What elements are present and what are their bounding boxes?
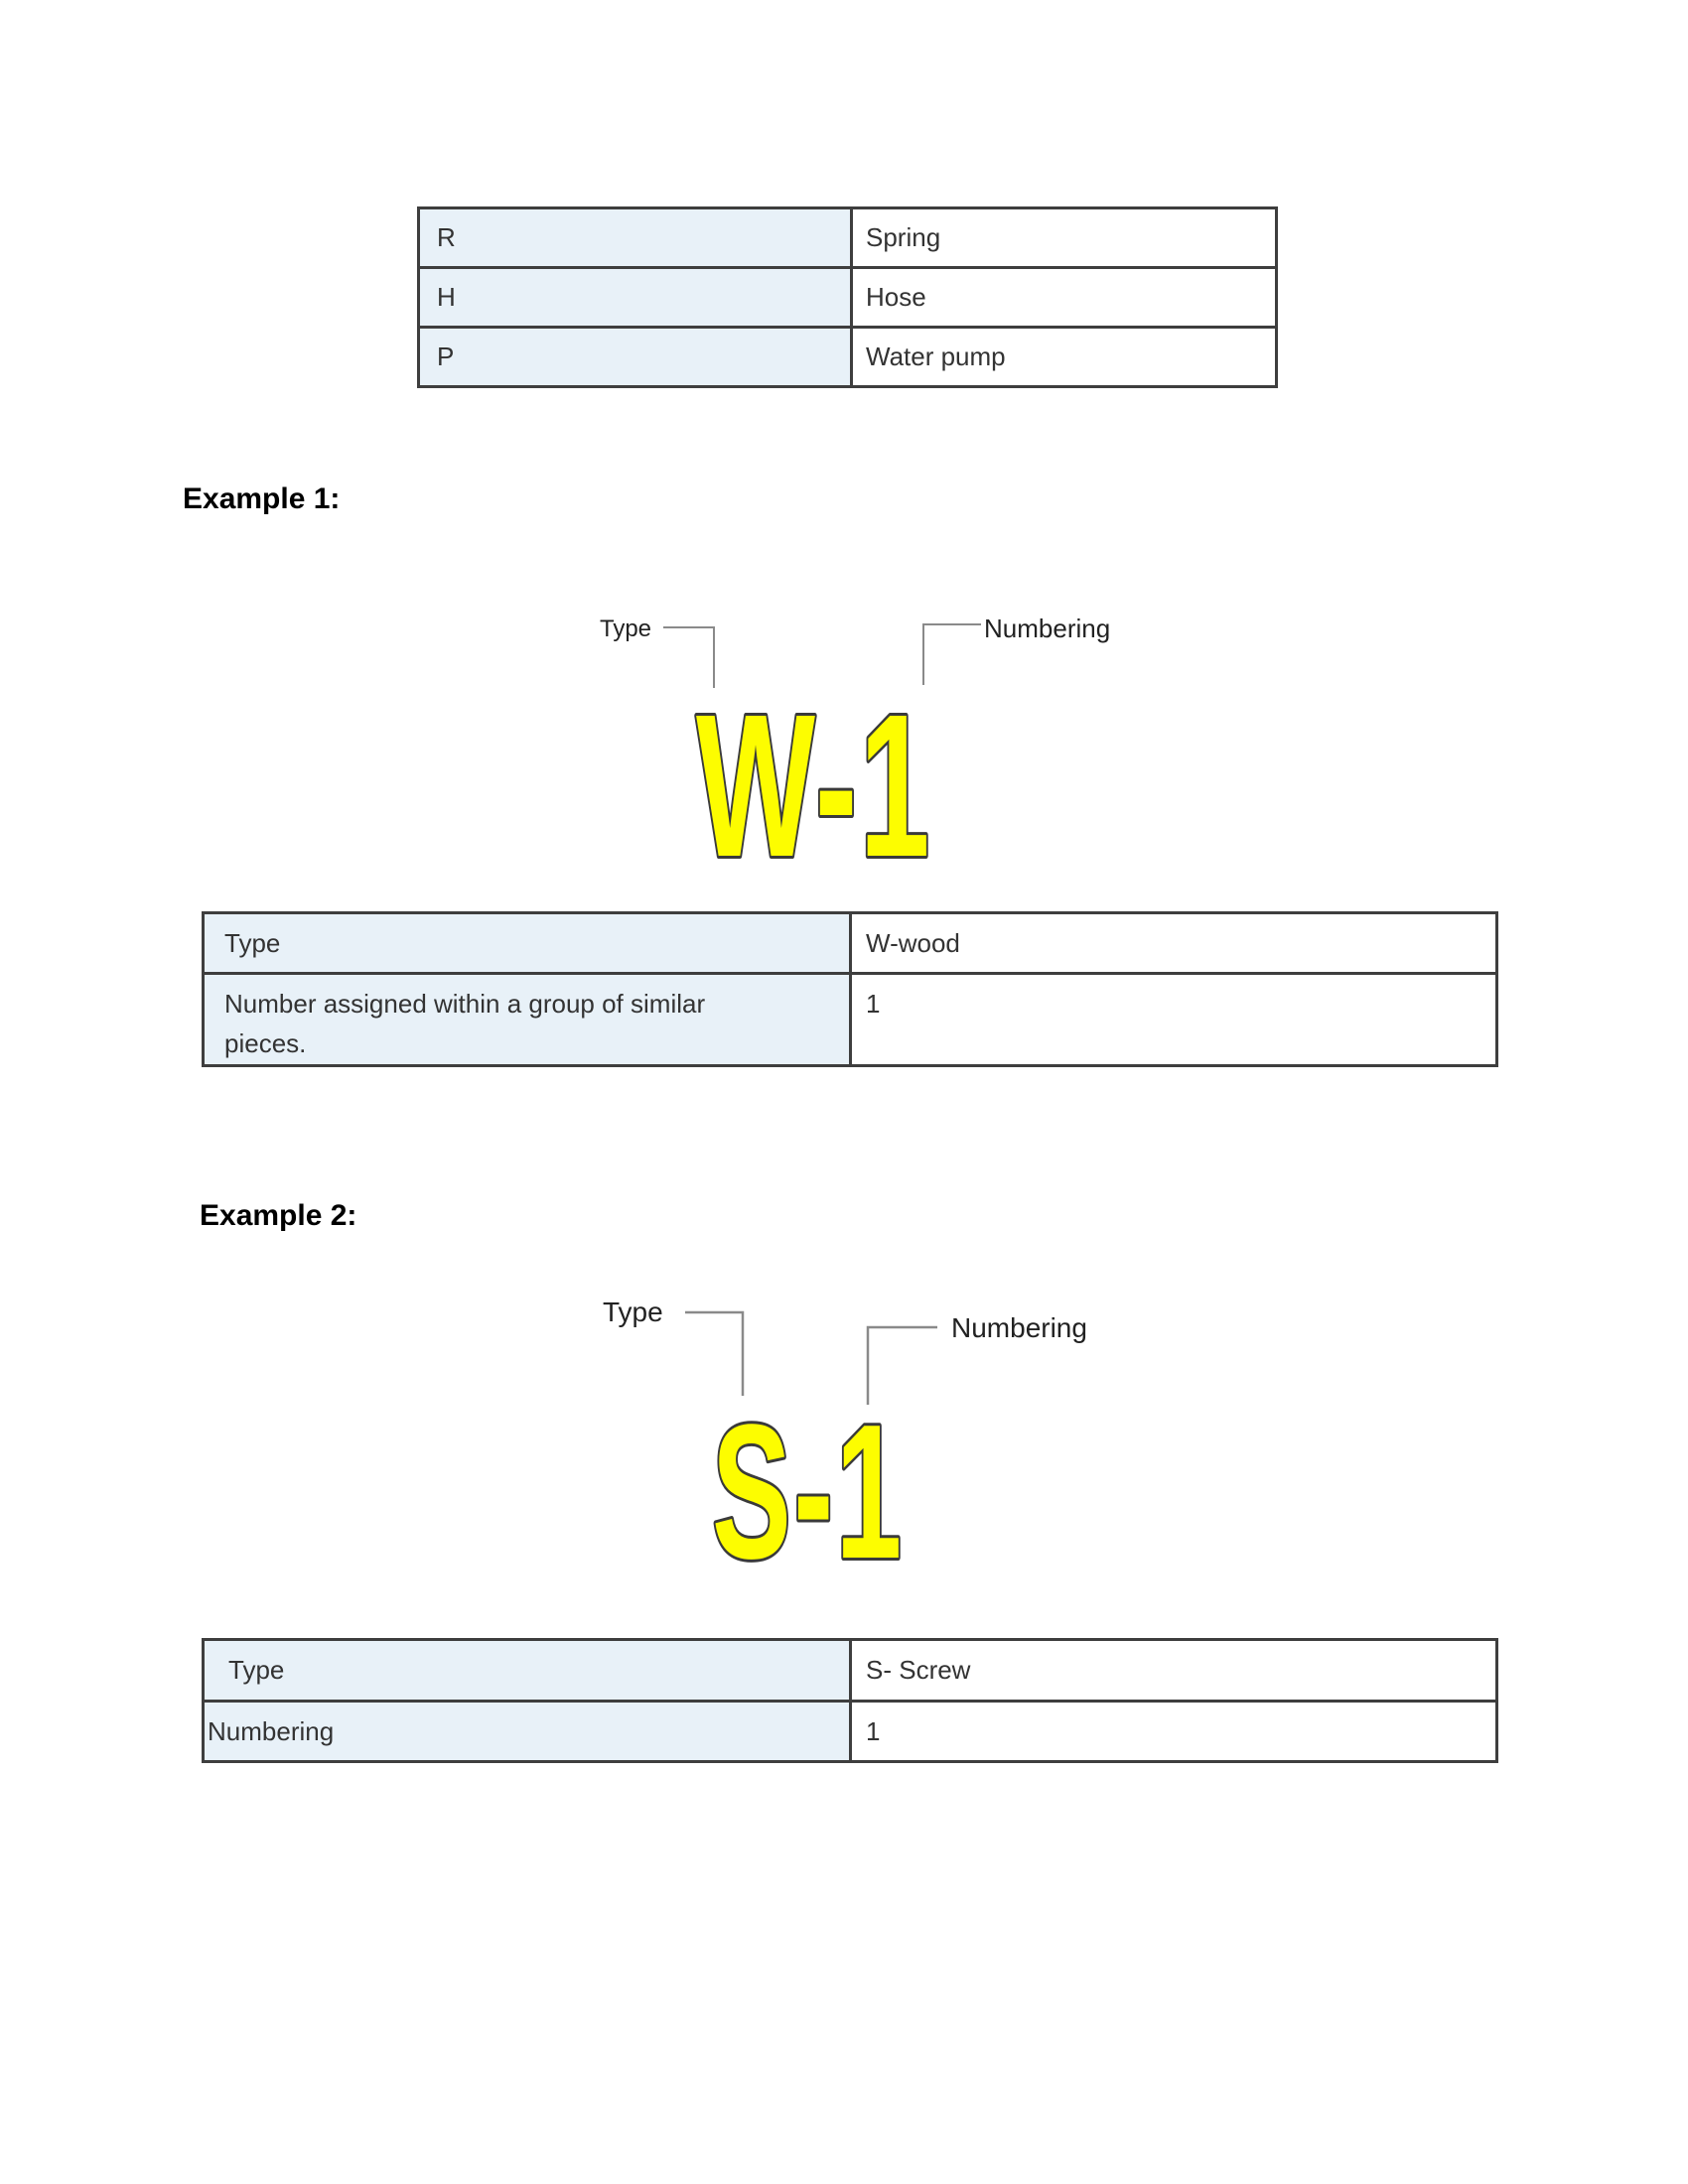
type-pointer-line: [685, 1310, 745, 1396]
type-callout-label: Type: [600, 615, 651, 642]
legend-table: R Spring H Hose P Water pump: [417, 206, 1278, 388]
example2-diagram: Type Numbering S-1: [603, 1297, 1087, 1569]
table-row: Numbering 1: [202, 1700, 1498, 1763]
example1-table: Type W-wood Number assigned within a gro…: [202, 911, 1498, 1067]
legend-name-cell: Water pump: [850, 326, 1278, 388]
legend-code-cell: H: [417, 266, 853, 329]
definition-key-text: Number assigned within a group of simila…: [224, 989, 706, 1058]
definition-value-cell: S- Screw: [849, 1638, 1498, 1703]
definition-value-cell: 1: [849, 972, 1498, 1067]
table-row: Number assigned within a group of simila…: [202, 972, 1498, 1067]
legend-name-cell: Hose: [850, 266, 1278, 329]
table-row: H Hose: [417, 266, 1278, 329]
example1-diagram: Type Numbering W-1: [600, 614, 1110, 874]
legend-code-cell: R: [417, 206, 853, 269]
legend-name-cell: Spring: [850, 206, 1278, 269]
type-callout-label: Type: [603, 1297, 663, 1327]
table-row: P Water pump: [417, 326, 1278, 388]
definition-value-cell: W-wood: [849, 911, 1498, 975]
numbering-pointer-line: [866, 1325, 937, 1405]
definition-key-cell: Type: [202, 1638, 852, 1703]
definition-key-cell: Number assigned within a group of simila…: [202, 972, 852, 1067]
type-pointer-line: [663, 626, 715, 688]
part-code-text: W-1: [696, 673, 932, 874]
definition-key-cell: Numbering: [202, 1700, 852, 1763]
legend-code-cell: P: [417, 326, 853, 388]
table-row: R Spring: [417, 206, 1278, 269]
numbering-callout-label: Numbering: [984, 614, 1110, 643]
numbering-pointer-line: [922, 623, 981, 685]
definition-value-cell: 1: [849, 1700, 1498, 1763]
table-row: Type W-wood: [202, 911, 1498, 975]
table-row: Type S- Screw: [202, 1638, 1498, 1703]
part-code-text: S-1: [712, 1386, 905, 1569]
example2-heading: Example 2:: [200, 1199, 357, 1232]
example2-table: Type S- Screw Numbering 1: [202, 1638, 1498, 1763]
definition-key-cell: Type: [202, 911, 852, 975]
numbering-callout-label: Numbering: [951, 1312, 1087, 1343]
example1-heading: Example 1:: [183, 482, 341, 515]
